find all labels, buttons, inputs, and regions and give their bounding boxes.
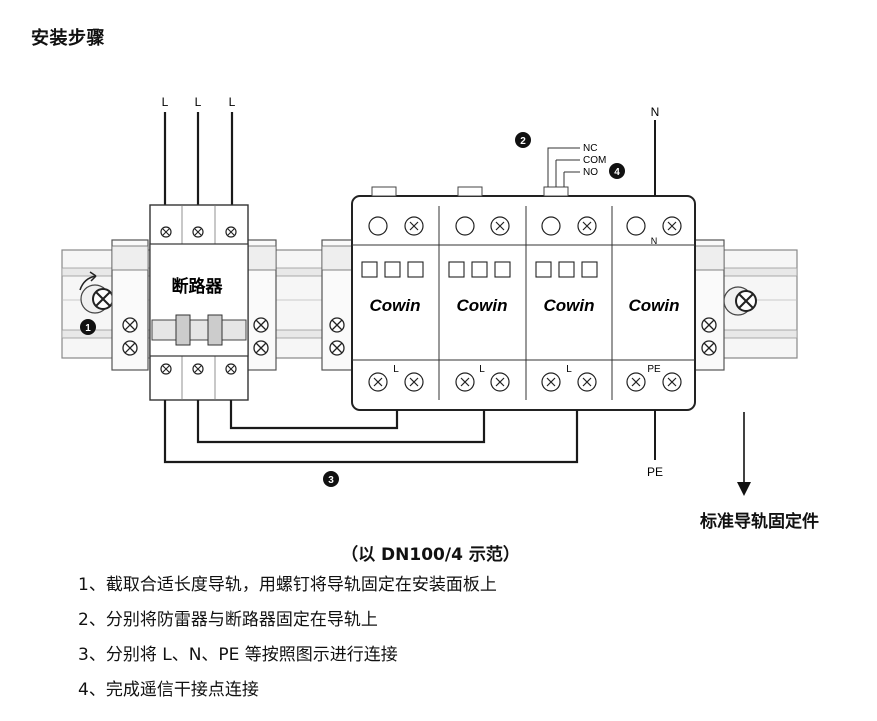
- connection-wires: [163, 400, 579, 464]
- rail-screw-right-icon: [723, 286, 757, 316]
- step-marker-4: 4: [609, 163, 625, 179]
- end-clamp-right: [693, 239, 725, 371]
- step-marker-2: 2: [515, 132, 531, 148]
- brand-logo-2: Cowin: [457, 296, 508, 315]
- brand-logo-1: Cowin: [370, 296, 421, 315]
- rail-screw-left-icon: [79, 271, 114, 314]
- end-clamp-left: [111, 239, 149, 371]
- surge-protector: [351, 186, 696, 411]
- circuit-breaker: [149, 204, 249, 401]
- down-arrow-icon: [737, 412, 751, 496]
- brand-logo-4: Cowin: [629, 296, 680, 315]
- step-marker-1: 1: [80, 319, 96, 335]
- end-clamp-mid-left: [245, 239, 277, 371]
- incoming-wires: [163, 112, 234, 205]
- list-item: 4、完成遥信干接点连接: [78, 680, 259, 700]
- svg-text:4: 4: [614, 167, 620, 178]
- label-L3: L: [229, 95, 236, 109]
- label-NO: NO: [583, 167, 598, 178]
- module-label-1: L: [393, 364, 399, 375]
- breaker-label: 断路器: [172, 276, 224, 297]
- label-L2: L: [195, 95, 202, 109]
- installation-diagram: L L L 断路器: [61, 95, 798, 496]
- module-label-3: L: [566, 364, 572, 375]
- svg-text:3: 3: [328, 475, 334, 486]
- end-clamp-mid-right: [321, 239, 353, 371]
- module-label-4: PE: [647, 364, 661, 375]
- label-L1: L: [162, 95, 169, 109]
- steps-list: 1、截取合适长度导轨，用螺钉将导轨固定在安装面板上 2、分别将防雷器与断路器固定…: [78, 574, 497, 714]
- module-n-label: N: [651, 236, 658, 246]
- label-PE: PE: [647, 465, 663, 479]
- brand-logo-3: Cowin: [544, 296, 595, 315]
- label-COM: COM: [583, 155, 606, 166]
- step-marker-3: 3: [323, 471, 339, 487]
- page-title: 安装步骤: [31, 28, 105, 49]
- caption: （以 DN100/4 示范）: [341, 545, 520, 565]
- label-NC: NC: [583, 143, 597, 154]
- rail-fixture-label: 标准导轨固定件: [700, 512, 819, 532]
- module-label-2: L: [479, 364, 485, 375]
- svg-text:1: 1: [85, 323, 91, 334]
- list-item: 3、分别将 L、N、PE 等按照图示进行连接: [78, 645, 398, 665]
- label-N: N: [651, 105, 660, 119]
- list-item: 2、分别将防雷器与断路器固定在导轨上: [78, 610, 378, 630]
- svg-text:2: 2: [520, 136, 526, 147]
- remote-signal-contacts: [547, 147, 580, 187]
- list-item: 1、截取合适长度导轨，用螺钉将导轨固定在安装面板上: [78, 575, 497, 595]
